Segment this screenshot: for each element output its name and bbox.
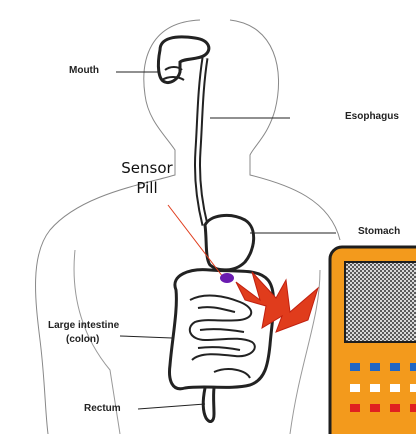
handheld-receiver-icon: [330, 247, 416, 434]
rectum-label: Rectum: [84, 403, 121, 414]
sensor-label-line1: Sensor: [112, 158, 182, 178]
colon-label: (colon): [66, 334, 99, 345]
receiver-screen: [345, 262, 416, 342]
stomach-label: Stomach: [358, 226, 400, 237]
rectum-organ: [203, 388, 214, 421]
colon-leader: [120, 336, 172, 338]
rectum-leader: [138, 404, 205, 409]
large-intestine-label: Large intestine: [48, 320, 119, 331]
stomach-organ: [205, 215, 254, 270]
esophagus-label: Esophagus: [345, 111, 399, 122]
small-intestine: [190, 296, 255, 378]
sensor-pill-label: Sensor Pill: [112, 158, 182, 198]
mouth-label: Mouth: [69, 65, 99, 76]
sensor-pill: [220, 273, 234, 283]
sensor-label-line2: Pill: [112, 178, 182, 198]
receiver-button: [350, 363, 360, 371]
lightning-bolt-icon: [236, 272, 318, 332]
body-silhouette: [36, 20, 200, 434]
